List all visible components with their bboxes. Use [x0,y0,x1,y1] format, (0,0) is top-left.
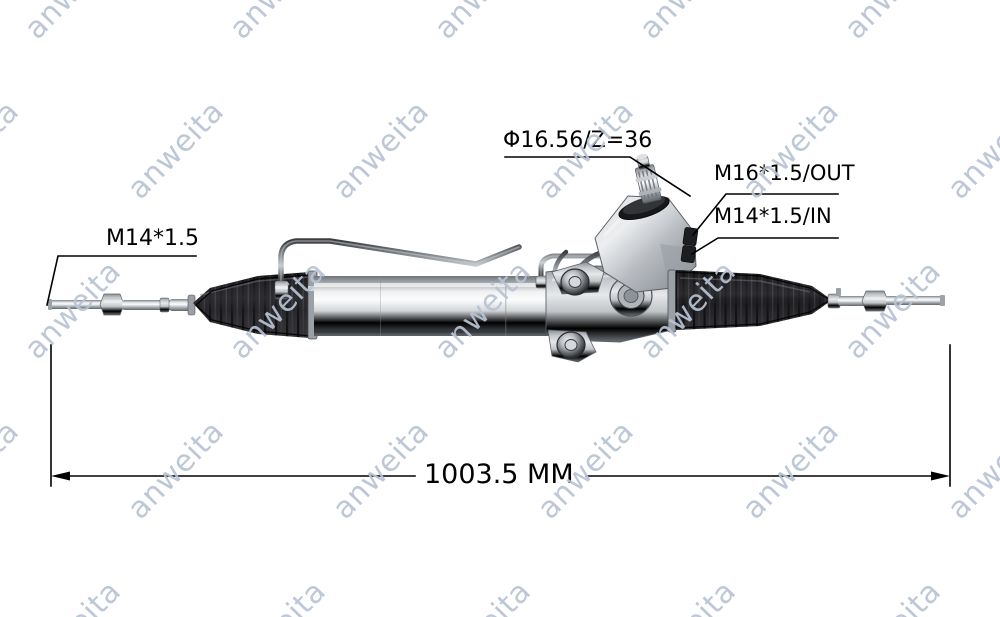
leader-left-tie-rod [46,255,197,306]
rack-cylinder-tube [314,276,554,336]
right-bellows-boot [667,269,832,333]
pipe-fittings [274,275,548,300]
leader-pinion-spline [504,156,692,198]
in-port-boss [680,245,697,264]
arrow-right-icon [931,471,950,481]
dimension-overall-length-label: 1003.5 MM [424,459,574,490]
out-port-boss [682,227,699,247]
dimension-arrowheads [51,471,950,481]
left-tie-rod-assembly [48,293,196,316]
leader-out-port [691,193,839,237]
annotation-in-port-label: M14*1.5/IN [714,204,832,228]
annotation-pinion-spline-label: Φ16.56/Z=36 [503,128,653,153]
annotation-out-port-label: M16*1.5/OUT [714,161,855,185]
arrow-left-icon [51,471,70,481]
right-tie-rod-assembly [827,288,945,312]
annotation-left-tie-rod-label: M14*1.5 [106,226,199,251]
leader-in-port [690,237,839,256]
